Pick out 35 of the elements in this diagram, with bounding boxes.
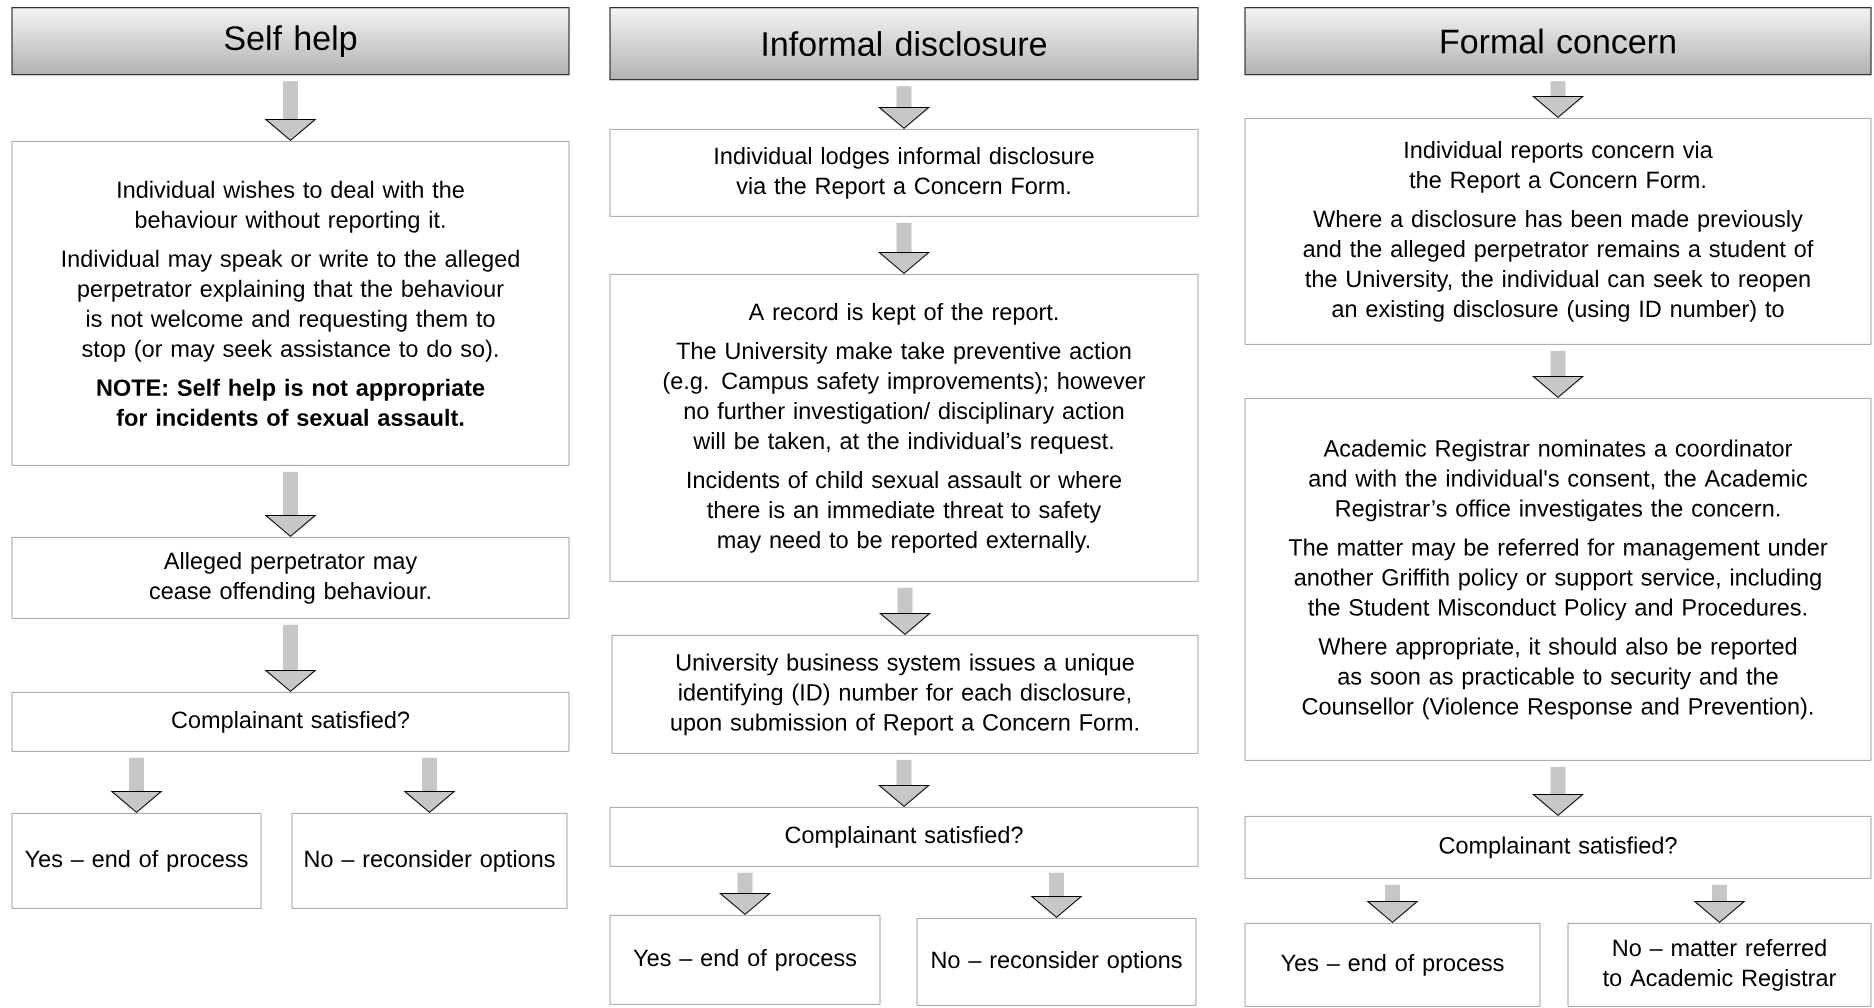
- process-box: University business system issues a unique identifying (ID) number for each disclosure, upon submission of Report a Concern Form.: [611, 635, 1199, 754]
- block-arrow: [1031, 872, 1082, 918]
- block-arrow: [878, 86, 930, 129]
- process-box: No – reconsider options: [291, 813, 568, 909]
- process-box: No – reconsider options: [916, 918, 1197, 1006]
- block-arrow: [878, 759, 930, 807]
- block-arrow: [1532, 81, 1584, 118]
- block-arrow: [265, 471, 316, 537]
- block-arrow: [1532, 350, 1584, 398]
- process-box: Academic Registrar nominates a coordinator and with the individual's consent, the Academic Registrar’s office investigates the concern. The matter may be referred for management under another Griffith policy or support service, including the Student Misconduct Policy and Procedures. Where appropriate, it should also be reported as soon as practicable to security and the Counsellor (Violence Response and Prevention).: [1244, 398, 1872, 761]
- column-header: Self help: [11, 7, 570, 76]
- process-box: Individual reports concern via the Report a Concern Form. Where a disclosure has been made previously and the alleged perpetrator remains a student of the University, the individual can seek to reopen an existing disclosure (using ID number) to: [1244, 118, 1872, 345]
- block-arrow: [404, 757, 455, 813]
- block-arrow: [1367, 884, 1418, 923]
- process-box: Complainant satisfied?: [609, 807, 1199, 867]
- block-arrow: [265, 624, 316, 692]
- block-arrow: [265, 81, 316, 141]
- column-header: Formal concern: [1244, 7, 1872, 76]
- process-box: No – matter referred to Academic Registrar: [1567, 923, 1872, 1007]
- block-arrow: [1694, 884, 1745, 923]
- block-arrow: [719, 872, 771, 915]
- process-box: Individual lodges informal disclosure via the Report a Concern Form.: [609, 129, 1199, 217]
- process-box: Yes – end of process: [609, 915, 881, 1005]
- column-header: Informal disclosure: [609, 7, 1199, 81]
- process-box: Individual wishes to deal with the behaviour without reporting it. Individual may speak or write to the alleged perpetrator explaining that the behaviour is not welcome and requesting them to stop (or may seek assistance to do so). NOTE: Self help is not appropriate for incidents of sexual assault.: [11, 141, 570, 466]
- process-box: Yes – end of process: [11, 813, 262, 909]
- process-box: A record is kept of the report. The University make take preventive action (e.g. Campus safety improvements); however no further investigation/ disciplinary action will be taken, at the individual’s request. Incidents of child sexual assault or where there is an immediate threat to safety may need to be reported externally.: [609, 274, 1199, 582]
- block-arrow: [1532, 766, 1584, 816]
- process-box: Complainant satisfied?: [11, 692, 570, 752]
- block-arrow: [878, 222, 930, 274]
- block-arrow: [879, 587, 931, 635]
- process-box: Alleged perpetrator may cease offending behaviour.: [11, 537, 570, 619]
- block-arrow: [111, 757, 162, 813]
- process-box: Yes – end of process: [1244, 923, 1541, 1007]
- process-box: Complainant satisfied?: [1244, 816, 1872, 879]
